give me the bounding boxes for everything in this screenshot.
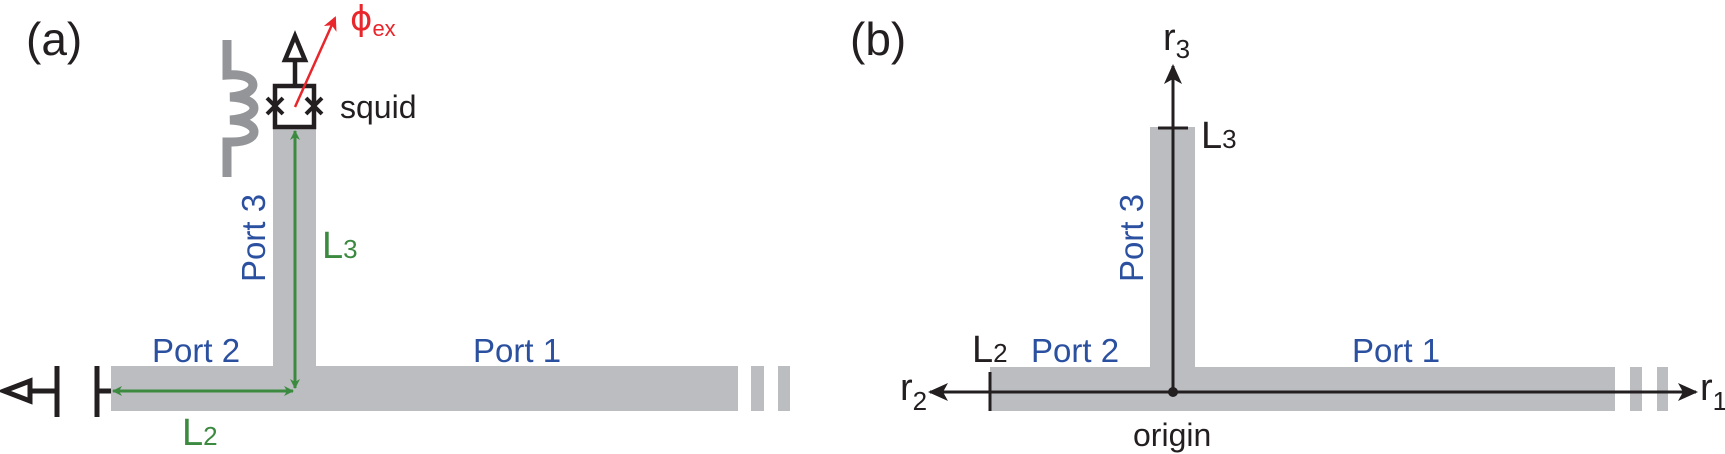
r3-axis-label: r3 — [1163, 17, 1190, 64]
port3-label: Port 3 — [235, 194, 272, 282]
port3-label: Port 3 — [1113, 194, 1150, 282]
panel-b-label: (b) — [850, 13, 906, 65]
horizontal-strip — [111, 366, 738, 411]
josephson-junction-right-icon — [304, 96, 324, 116]
squid-label: squid — [340, 89, 417, 125]
flux-label: ϕex — [350, 0, 396, 41]
origin-dot — [1168, 387, 1178, 397]
port1-label: Port 1 — [473, 332, 561, 369]
inductor-coil-icon — [222, 40, 259, 177]
port1-label: Port 1 — [1352, 332, 1440, 369]
ground-icon-left — [0, 377, 33, 405]
r1-axis-label: r1 — [1700, 367, 1725, 416]
capacitor-icon — [30, 366, 111, 417]
r2-axis-label: r2 — [900, 367, 927, 416]
panel-a: (a) Port 1 Port 2 Port 3 L2 L3 — [0, 0, 790, 454]
horizontal-strip — [990, 367, 1615, 411]
l2-length-label: L2 — [972, 329, 1008, 371]
flux-arrow-icon — [293, 16, 337, 108]
break-bar-2 — [1657, 367, 1668, 411]
ground-icon-top — [281, 30, 309, 63]
josephson-junction-left-icon — [265, 96, 285, 116]
port2-label: Port 2 — [152, 332, 240, 369]
origin-label: origin — [1133, 417, 1211, 453]
break-bar-1 — [751, 366, 764, 411]
l2-label: L2 — [182, 412, 218, 454]
panel-a-label: (a) — [26, 13, 82, 65]
break-bar-2 — [778, 366, 790, 411]
l3-length-label: L3 — [1201, 115, 1237, 157]
break-bar-1 — [1630, 367, 1642, 411]
l3-label: L3 — [322, 225, 358, 267]
port2-label: Port 2 — [1031, 332, 1119, 369]
panel-b: (b) Port 1 Port 2 Port 3 L2 L3 r3 r2 — [850, 13, 1725, 453]
